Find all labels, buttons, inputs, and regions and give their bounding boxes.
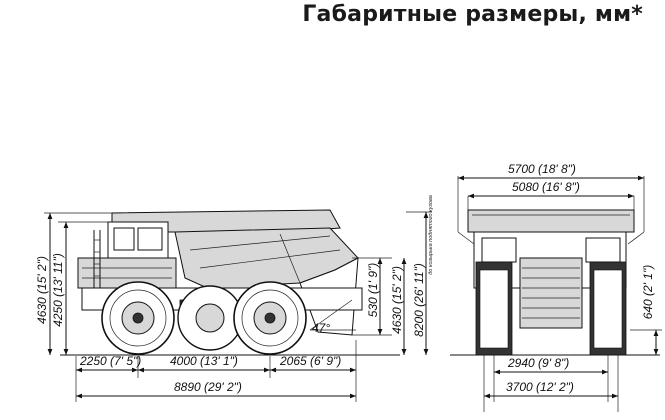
- front-cab-window-right: [585, 237, 621, 263]
- mirror-left: [457, 231, 475, 245]
- dump-angle-label: 47°: [312, 321, 330, 335]
- body-height-label: 4630 (15' 2"): [390, 266, 404, 334]
- height-cab-label: 4250 (13' 11"): [51, 253, 65, 327]
- ground-clearance-label: 640 (2' 1"): [641, 265, 655, 320]
- rear-track-label: 3700 (12' 2"): [506, 380, 574, 394]
- clearance-label: 530 (1' 9"): [366, 263, 380, 318]
- rear-overhang-label: 2065 (6' 9"): [279, 354, 341, 368]
- mirror-right: [627, 231, 645, 245]
- cab-window-front: [113, 227, 135, 251]
- raised-height-note: до козырька поднятого кузова: [428, 195, 434, 275]
- body-width-label: 5080 (16' 8"): [512, 180, 580, 194]
- tipped-body-dimensions: 47° 530 (1' 9") 4630 (15' 2") 8200 (26' …: [309, 195, 434, 355]
- front-body-canopy: [467, 209, 635, 233]
- cab-window-side: [137, 227, 163, 251]
- front-view-truck: [450, 209, 660, 356]
- side-length-dimensions: 2250 (7' 5") 4000 (13' 1") 2065 (6' 9") …: [75, 340, 357, 402]
- radiator-grille: [519, 257, 583, 329]
- rear-wheel-1: [177, 285, 243, 351]
- front-wheel: [101, 281, 175, 355]
- overall-width-label: 5700 (18' 8"): [508, 162, 576, 176]
- overall-length-label: 8890 (29' 2"): [174, 380, 242, 394]
- raised-height-label: 8200 (26' 11"): [412, 263, 426, 337]
- page-title: Габаритные размеры, мм*: [302, 2, 643, 27]
- height-overall-label: 4630 (15' 2"): [35, 256, 49, 324]
- front-width-dimensions: 5700 (18' 8") 5080 (16' 8") 2940 (9' 8")…: [457, 162, 662, 412]
- wheelbase-label: 4000 (13' 1"): [170, 354, 238, 368]
- side-height-dimensions: 4630 (15' 2") 4250 (13' 11"): [35, 212, 112, 355]
- front-track-label: 2940 (9' 8"): [507, 356, 569, 370]
- side-view-truck: [60, 209, 400, 356]
- front-cab-window: [481, 237, 517, 263]
- rear-wheel-2: [233, 281, 307, 355]
- front-overhang-label: 2250 (7' 5"): [79, 354, 141, 368]
